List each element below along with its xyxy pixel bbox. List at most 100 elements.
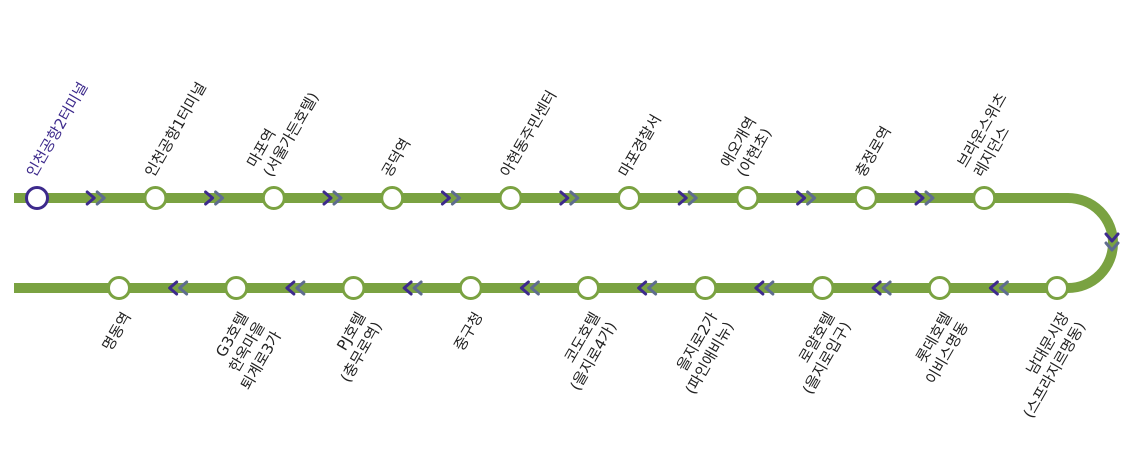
- direction-arrow-icon: [871, 280, 882, 296]
- direction-arrow-icon: [988, 280, 999, 296]
- double-chevron-icon: [914, 190, 935, 206]
- direction-arrows: [85, 190, 1120, 296]
- station-marker: [261, 186, 286, 210]
- station-marker: [853, 186, 878, 210]
- station-marker: [380, 186, 405, 210]
- direction-arrow-icon: [519, 280, 530, 296]
- double-chevron-icon: [796, 190, 817, 206]
- station-label: 을지로2가(파인애비뉴): [665, 309, 737, 398]
- station-label-line: 충정로역: [852, 123, 895, 180]
- direction-arrow-icon: [569, 190, 580, 206]
- direction-arrow-icon: [1104, 241, 1120, 252]
- station-label: 중구청: [450, 309, 486, 354]
- double-chevron-icon: [559, 190, 580, 206]
- station-marker: [341, 276, 366, 300]
- direction-arrow-icon: [754, 280, 765, 296]
- double-chevron-icon: [754, 280, 775, 296]
- double-chevron-icon: [677, 190, 698, 206]
- station-label-line: 명동역: [99, 309, 135, 354]
- direction-arrow-icon: [332, 190, 343, 206]
- route-line: [14, 193, 1118, 293]
- direction-arrow-icon: [295, 280, 306, 296]
- double-chevron-icon: [402, 280, 423, 296]
- direction-arrow-icon: [998, 280, 1009, 296]
- station-label: 마포역(서울가든호텔): [243, 80, 322, 180]
- station-labels: 인천공항2터미널 인천공항1터미널 마포역(서울가든호텔) 공덕역 아현동주민센터 마포경…: [23, 79, 1089, 421]
- station-marker: [735, 186, 760, 210]
- direction-arrow-icon: [440, 190, 451, 206]
- double-chevron-icon: [322, 190, 343, 206]
- direction-arrow-icon: [450, 190, 461, 206]
- station-label: 애오개역(아현초): [717, 114, 777, 180]
- double-chevron-icon: [204, 190, 225, 206]
- double-chevron-icon: [85, 190, 106, 206]
- direction-arrow-icon: [178, 280, 189, 296]
- direction-arrow-icon: [214, 190, 225, 206]
- station-label: 롯데호텔이비스명동: [906, 309, 973, 387]
- station-label-line: 아현동주민센터: [496, 87, 560, 180]
- direction-arrow-icon: [637, 280, 648, 296]
- station-label: 공덕역: [378, 135, 414, 180]
- direction-arrow-icon: [412, 280, 423, 296]
- direction-arrow-icon: [285, 280, 296, 296]
- direction-arrow-icon: [402, 280, 413, 296]
- station-marker: [693, 276, 718, 300]
- double-chevron-icon: [637, 280, 658, 296]
- station-marker: [1045, 276, 1069, 300]
- station-label: 코도호텔(을지로4가): [550, 309, 620, 394]
- direction-arrow-icon: [796, 190, 807, 206]
- station-marker: [810, 276, 835, 300]
- double-chevron-icon: [1104, 232, 1120, 252]
- station-label: G3호텔한옥마을퇴계로3가: [204, 309, 285, 393]
- station-label: 인천공항2터미널: [23, 79, 92, 180]
- station-marker: [576, 276, 600, 300]
- station-marker: [458, 276, 483, 300]
- station-marker: [972, 186, 997, 210]
- direction-arrow-icon: [687, 190, 698, 206]
- double-chevron-icon: [285, 280, 306, 296]
- station-marker: [143, 186, 168, 210]
- station-label: 남대문시장(스프라지르명동): [1003, 309, 1089, 421]
- direction-arrow-icon: [529, 280, 540, 296]
- direction-arrow-icon: [1104, 232, 1120, 243]
- station-label: 마포경찰서: [615, 111, 665, 180]
- direction-arrow-icon: [881, 280, 892, 296]
- direction-arrow-icon: [647, 280, 658, 296]
- station-label-line: 마포경찰서: [615, 111, 665, 180]
- direction-arrow-icon: [85, 190, 96, 206]
- station-label: 명동역: [99, 309, 135, 354]
- station-marker: [617, 186, 641, 210]
- station-label-line: 인천공항1터미널: [141, 79, 210, 180]
- station-label: 브라운스위츠레지던스: [954, 90, 1028, 180]
- station-label-line: 공덕역: [378, 135, 414, 180]
- station-label: 로얄호텔(을지로입구): [782, 309, 854, 397]
- station-label: PJ호텔(충무로역): [320, 309, 385, 385]
- direction-arrow-icon: [168, 280, 179, 296]
- direction-arrow-icon: [677, 190, 688, 206]
- station-label-line: 인천공항2터미널: [23, 79, 92, 180]
- double-chevron-icon: [988, 280, 1009, 296]
- station-label: 충정로역: [852, 123, 895, 180]
- direction-arrow-icon: [95, 190, 106, 206]
- double-chevron-icon: [871, 280, 892, 296]
- start-station-marker: [25, 186, 49, 210]
- station-marker: [498, 186, 523, 210]
- stations: [25, 186, 1069, 300]
- direction-arrow-icon: [322, 190, 333, 206]
- double-chevron-icon: [440, 190, 461, 206]
- station-marker: [927, 276, 952, 300]
- double-chevron-icon: [168, 280, 189, 296]
- direction-arrow-icon: [806, 190, 817, 206]
- direction-arrow-icon: [764, 280, 775, 296]
- station-marker: [107, 276, 131, 300]
- station-label-line: 중구청: [450, 309, 486, 354]
- direction-arrow-icon: [924, 190, 935, 206]
- direction-arrow-icon: [204, 190, 215, 206]
- station-marker: [224, 276, 249, 300]
- station-label: 인천공항1터미널: [141, 79, 210, 180]
- station-label: 아현동주민센터: [496, 87, 560, 180]
- double-chevron-icon: [519, 280, 540, 296]
- direction-arrow-icon: [559, 190, 570, 206]
- direction-arrow-icon: [914, 190, 925, 206]
